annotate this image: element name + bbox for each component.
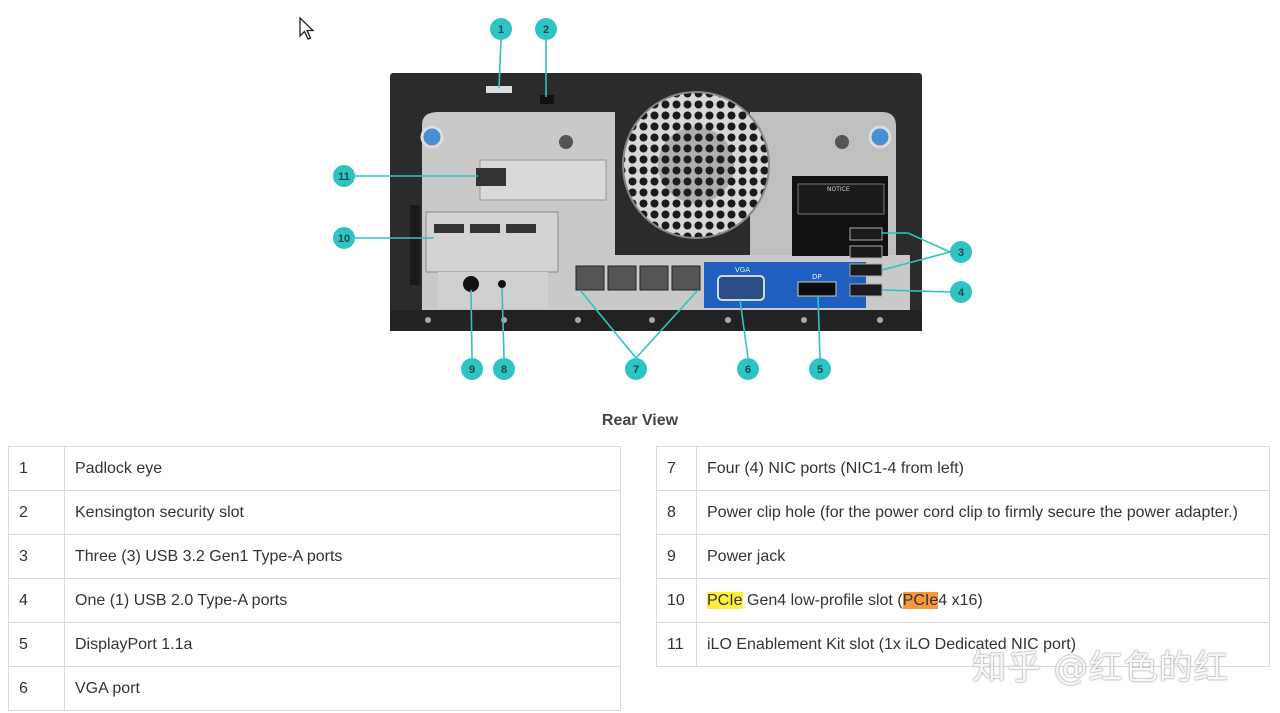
watermark: 知乎 @红色的红 xyxy=(972,648,1229,688)
row-number: 3 xyxy=(8,534,65,579)
row-number: 5 xyxy=(8,622,65,667)
row-description: PCIe Gen4 low-profile slot (PCIe4 x16) xyxy=(696,578,1270,623)
row-description-end: 4 x16) xyxy=(938,592,983,609)
row-description: Power clip hole (for the power cord clip… xyxy=(696,490,1270,535)
server-rear-view-image: VGA DP NOTICE 1 2 11 10 3 4 9 xyxy=(333,18,972,380)
figure-caption: Rear View xyxy=(601,412,679,429)
dp-port-label: DP xyxy=(812,273,822,281)
callout-5: 5 xyxy=(809,358,831,380)
callout-8: 8 xyxy=(493,358,515,380)
row-description: VGA port xyxy=(64,666,621,711)
callout-10: 10 xyxy=(333,227,355,249)
row-description: iLO Enablement Kit slot (1x iLO Dedicate… xyxy=(696,622,1270,667)
row-number: 6 xyxy=(8,666,65,711)
callout-6: 6 xyxy=(737,358,759,380)
svg-text:7: 7 xyxy=(633,364,639,376)
callout-3: 3 xyxy=(950,241,972,263)
row-number: 1 xyxy=(8,446,65,491)
svg-text:10: 10 xyxy=(338,233,350,245)
row-number: 10 xyxy=(656,578,697,623)
pcie-highlight-yellow: PCIe xyxy=(707,592,743,609)
svg-text:8: 8 xyxy=(501,364,507,376)
row-number: 8 xyxy=(656,490,697,535)
callout-4: 4 xyxy=(950,281,972,303)
svg-text:3: 3 xyxy=(958,247,964,259)
row-number: 7 xyxy=(656,446,697,491)
notice-label: NOTICE xyxy=(827,186,850,193)
vga-port-label: VGA xyxy=(735,266,750,274)
svg-text:9: 9 xyxy=(469,364,475,376)
callout-7: 7 xyxy=(625,358,647,380)
svg-text:2: 2 xyxy=(543,24,549,36)
callout-1: 1 xyxy=(490,18,512,40)
callout-9: 9 xyxy=(461,358,483,380)
row-description: Four (4) NIC ports (NIC1-4 from left) xyxy=(696,446,1270,491)
pcie-highlight-orange: PCIe xyxy=(902,592,939,609)
row-description-mid: Gen4 low-profile slot ( xyxy=(742,592,903,609)
row-description: One (1) USB 2.0 Type-A ports xyxy=(64,578,621,623)
callout-11: 11 xyxy=(333,165,355,187)
row-description: Kensington security slot xyxy=(64,490,621,535)
callout-2: 2 xyxy=(535,18,557,40)
row-number: 4 xyxy=(8,578,65,623)
row-description: Power jack xyxy=(696,534,1270,579)
row-description: Three (3) USB 3.2 Gen1 Type-A ports xyxy=(64,534,621,579)
mouse-cursor-icon xyxy=(299,16,315,40)
row-number: 9 xyxy=(656,534,697,579)
svg-text:4: 4 xyxy=(958,287,965,299)
row-description: Padlock eye xyxy=(64,446,621,491)
row-number: 2 xyxy=(8,490,65,535)
row-description: DisplayPort 1.1a xyxy=(64,622,621,667)
svg-text:1: 1 xyxy=(498,24,504,36)
row-number: 11 xyxy=(656,622,697,667)
svg-text:11: 11 xyxy=(338,171,350,183)
svg-text:6: 6 xyxy=(745,364,751,376)
svg-text:5: 5 xyxy=(817,364,823,376)
